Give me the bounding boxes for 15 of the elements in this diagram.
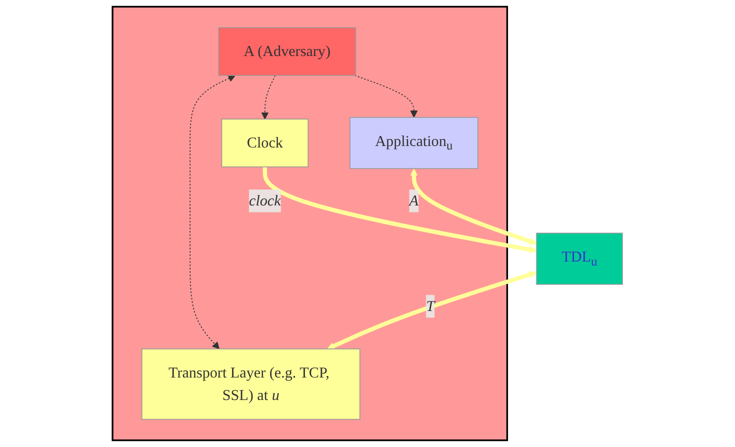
node-box: Clock [221, 118, 308, 168]
node-box: Application$_{u}$ [350, 116, 478, 169]
arrow [354, 75, 418, 118]
arrow [327, 271, 537, 350]
edge-label: clock [248, 192, 281, 209]
arrow [261, 75, 276, 120]
node-box: TDL$_{u}$ [536, 232, 623, 285]
arrow [190, 75, 236, 350]
arrow [262, 166, 537, 254]
edge-label: T [426, 297, 435, 314]
node-box: A (Adversary) [218, 27, 356, 76]
cluster [112, 6, 508, 442]
edge-label: A [409, 192, 419, 209]
arrow [410, 168, 537, 246]
node-box: Transport Layer (e.g. TCP, SSL) at u [141, 348, 360, 420]
